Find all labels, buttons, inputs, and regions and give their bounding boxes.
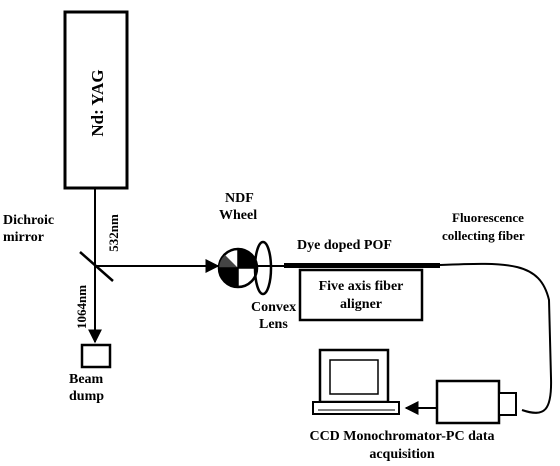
ccd-label-2: acquisition: [369, 447, 435, 462]
dye-pof-label: Dye doped POF: [297, 238, 392, 253]
beam-dump-label-2: dump: [69, 389, 104, 404]
ndf-wheel: [217, 247, 259, 289]
dichroic-label-2: mirror: [3, 230, 44, 245]
lens-label-1: Convex: [251, 300, 296, 315]
fluorescence-label-2: collecting fiber: [442, 228, 525, 243]
aligner-label-2: aligner: [340, 297, 382, 312]
collecting-fiber: [439, 262, 553, 414]
beam-dump-box: [80, 343, 112, 369]
ccd-label-1: CCD Monochromator-PC data: [309, 429, 494, 444]
pc-computer: [312, 348, 400, 415]
convex-lens: [253, 240, 273, 296]
fiber-aligner-box: [298, 268, 424, 322]
aligner-label-1: Five axis fiber: [319, 279, 404, 294]
fluorescence-label-1: Fluorescence: [452, 210, 524, 225]
monochromator: [435, 379, 517, 425]
ndf-label-1: NDF: [225, 191, 254, 206]
label-532nm: 532nm: [106, 214, 121, 252]
dye-doped-pof: [284, 263, 440, 268]
laser-label: Nd: YAG: [88, 69, 107, 136]
beam-dump-label-1: Beam: [69, 372, 104, 387]
ndf-label-2: Wheel: [219, 208, 257, 223]
lens-label-2: Lens: [259, 317, 288, 332]
label-1064nm: 1064nm: [74, 285, 89, 329]
laser-box: [63, 10, 129, 190]
dichroic-label-1: Dichroic: [3, 213, 54, 228]
